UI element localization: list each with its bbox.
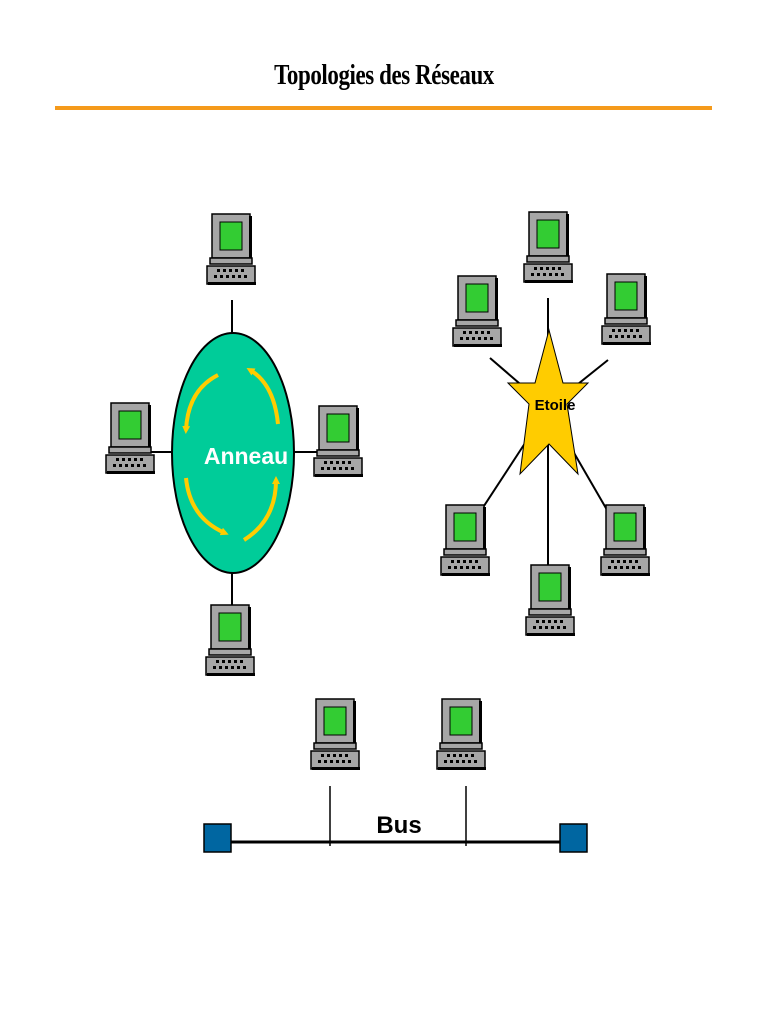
- arrow-icon: [184, 477, 229, 536]
- ring-label: Anneau: [204, 443, 288, 469]
- star-topology: Etoile: [440, 211, 652, 637]
- computer-icon: [206, 213, 257, 286]
- computer-icon: [523, 211, 574, 284]
- ring-direction-arrows: [182, 367, 280, 542]
- computer-icon: [105, 402, 156, 475]
- computer-icon: [452, 275, 503, 348]
- ring-topology: Anneau: [105, 213, 364, 677]
- computer-icon: [436, 698, 487, 771]
- computer-icon: [601, 273, 652, 346]
- arrow-icon: [242, 476, 280, 542]
- title-underline: [55, 106, 712, 110]
- bus-terminator-icon: [559, 823, 588, 853]
- computer-icon: [440, 504, 491, 577]
- arrow-icon: [246, 367, 280, 425]
- computer-icon: [525, 564, 576, 637]
- star-hub-shape: [506, 328, 590, 476]
- ring-shape: [171, 332, 295, 574]
- star-label: Etoile: [535, 397, 576, 414]
- bus-terminator-icon: [203, 823, 232, 853]
- page-title: Topologies des Réseaux: [274, 60, 494, 91]
- computer-icon: [205, 604, 256, 677]
- computer-icon: [600, 504, 651, 577]
- computer-icon: [313, 405, 364, 478]
- bus-label: Bus: [376, 812, 421, 839]
- arrow-icon: [182, 373, 219, 434]
- computer-icon: [310, 698, 361, 771]
- bus-topology: Bus: [203, 698, 588, 853]
